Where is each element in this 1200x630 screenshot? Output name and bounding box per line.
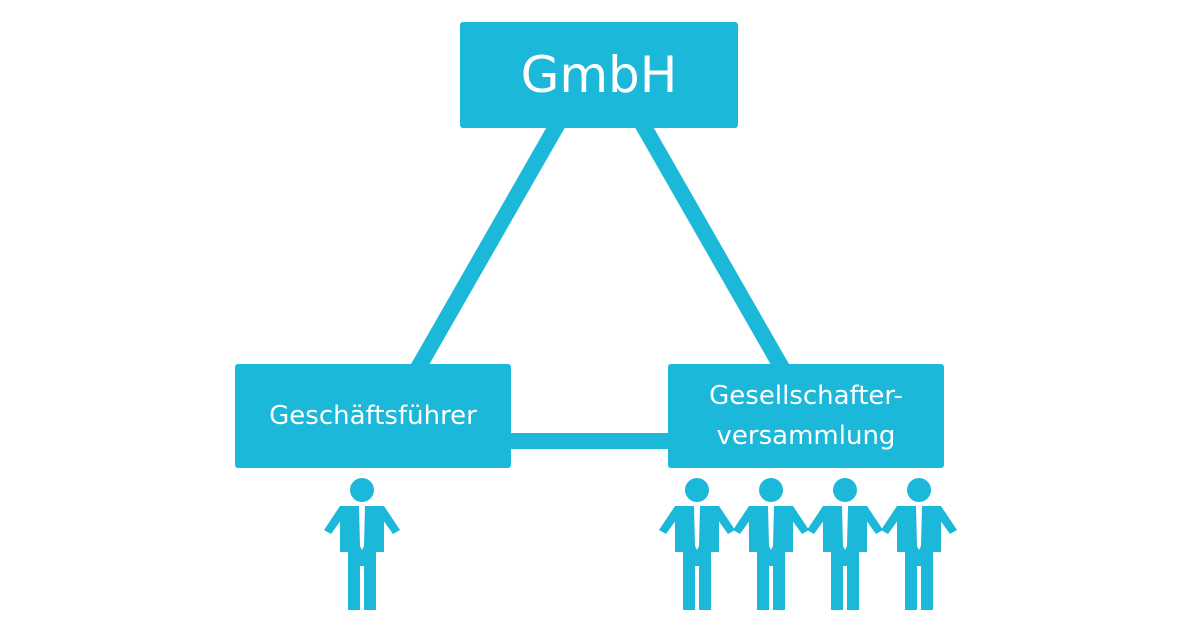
person-icon (807, 478, 883, 610)
geschaeftsfuehrer-box: Geschäftsführer (235, 364, 511, 468)
person-icon (733, 478, 809, 610)
person-icon (659, 478, 735, 610)
gesellschafterversammlung-label-line1: Gesellschafter- (709, 381, 903, 411)
person-icon (324, 478, 400, 610)
gmbh-label: GmbH (520, 46, 678, 104)
connector-gmbh-gesellschafterversammlung (633, 116, 789, 372)
gmbh-box: GmbH (460, 22, 738, 128)
geschaeftsfuehrer-label: Geschäftsführer (269, 401, 477, 431)
connector-gmbh-geschaeftsfuehrer (411, 116, 567, 372)
person-group-icon (659, 478, 957, 610)
gesellschafterversammlung-box: Gesellschafter- versammlung (668, 364, 944, 468)
gesellschafterversammlung-label-line2: versammlung (716, 421, 896, 451)
person-icon (881, 478, 957, 610)
